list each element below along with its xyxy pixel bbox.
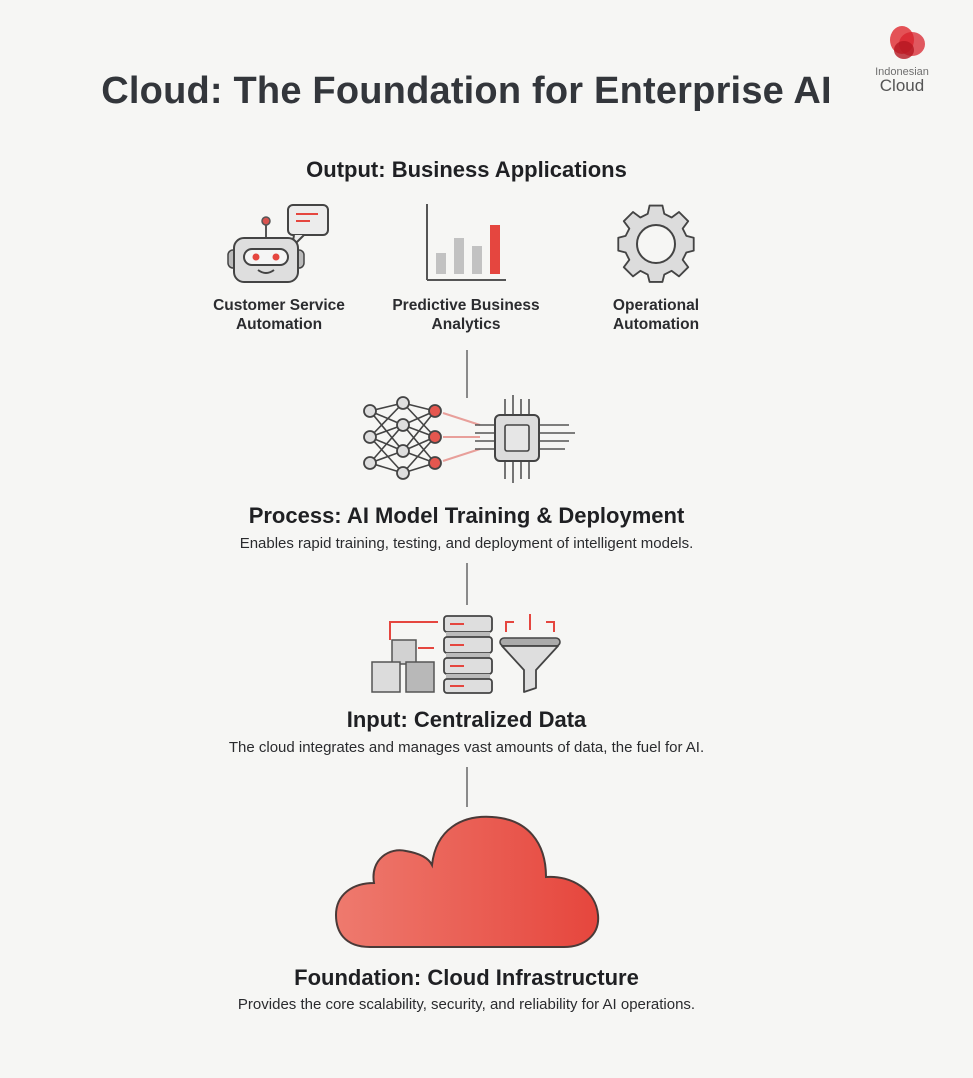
app-label-line1: Customer Service xyxy=(213,297,345,314)
funnel-icon xyxy=(499,614,561,693)
process-section-title: Process: AI Model Training & Deployment xyxy=(248,503,685,528)
input-section-title: Input: Centralized Data xyxy=(346,707,587,732)
bar-chart-icon xyxy=(426,204,506,281)
logo-text-cloud: Cloud xyxy=(879,76,925,95)
process-description: Enables rapid training, testing, and dep… xyxy=(239,535,694,552)
app-label-line1: Predictive Business xyxy=(392,297,540,314)
logo-text-indonesian: Indonesian xyxy=(875,66,929,78)
petal-logo-icon xyxy=(890,26,925,59)
foundation-section-title: Foundation: Cloud Infrastructure xyxy=(294,965,639,990)
app-label-line2: Automation xyxy=(612,316,700,333)
data-blocks-icon xyxy=(371,614,561,694)
foundation-description: Provides the core scalability, security,… xyxy=(237,996,696,1013)
gear-icon xyxy=(617,204,695,283)
app-label-line2: Analytics xyxy=(431,316,501,333)
output-section-title: Output: Business Applications xyxy=(306,157,627,182)
cloud-icon xyxy=(334,815,600,948)
app-operational-automation: Operational Automation xyxy=(566,296,746,334)
connector-line xyxy=(466,563,468,605)
page-title: Cloud: The Foundation for Enterprise AI xyxy=(101,70,832,112)
connector-line xyxy=(466,350,468,398)
database-stack-icon xyxy=(443,615,493,694)
connector-line xyxy=(466,767,468,807)
input-description: The cloud integrates and manages vast am… xyxy=(228,739,705,756)
app-predictive-analytics: Predictive Business Analytics xyxy=(376,296,556,334)
neural-network-icon xyxy=(363,395,575,483)
app-label-line1: Operational xyxy=(612,297,700,314)
app-customer-service: Customer Service Automation xyxy=(189,296,369,334)
robot-chat-icon xyxy=(227,204,329,283)
app-label-line2: Automation xyxy=(235,316,323,333)
